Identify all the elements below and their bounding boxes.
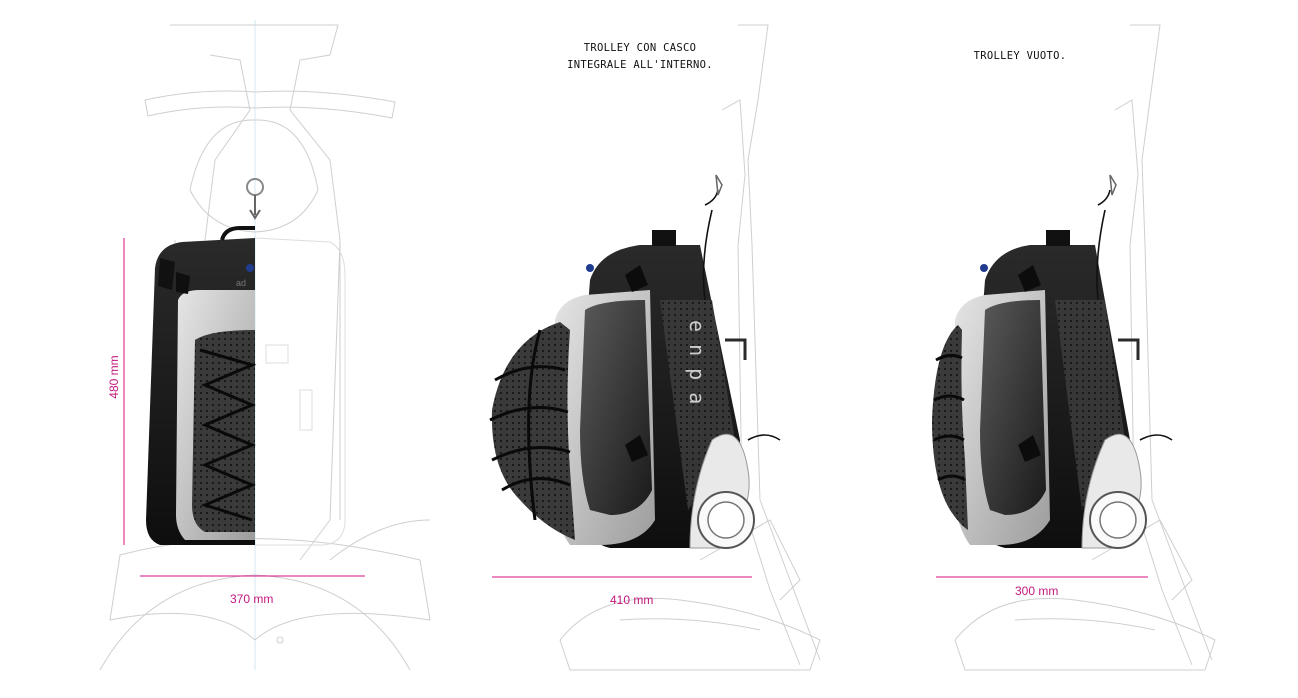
note-empty: TROLLEY VUOTO. [973, 50, 1067, 62]
dim-depth-full-label: 410 mm [610, 593, 654, 607]
note-helmet-line1: TROLLEY CON CASCO [583, 42, 697, 54]
dim-width-front-label: 370 mm [230, 592, 274, 606]
front-bag [146, 178, 346, 546]
note-helmet: TROLLEY CON CASCO INTEGRALE ALL'INTERNO. [560, 40, 720, 74]
side-bag-empty [932, 174, 1173, 549]
dim-depth-empty-label: 300 mm [1015, 584, 1059, 598]
note-helmet-line2: INTEGRALE ALL'INTERNO. [567, 59, 713, 71]
side-bag-helmet: e n p a [489, 174, 781, 549]
front-view [99, 20, 431, 671]
svg-text:e n p a: e n p a [685, 320, 709, 404]
dim-height-label: 480 mm [107, 355, 121, 399]
side-view-empty [954, 24, 1216, 671]
front-bag-logo: ad [236, 278, 246, 288]
dimension-lines-front [123, 238, 365, 577]
